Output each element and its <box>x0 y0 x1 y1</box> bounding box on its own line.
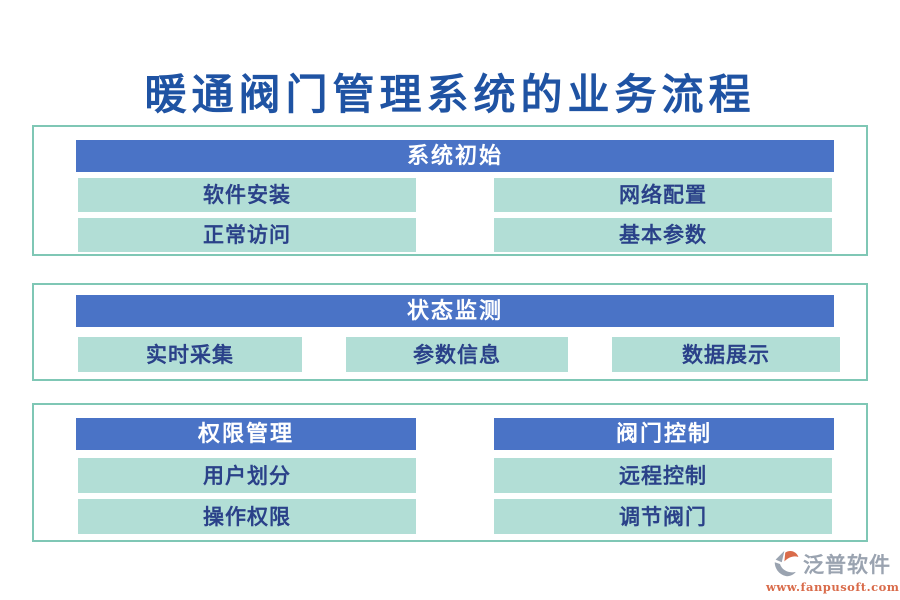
section-status-monitor: 状态监测 实时采集 参数信息 数据展示 <box>32 283 868 381</box>
section-system-init: 系统初始 软件安装 网络配置 正常访问 基本参数 <box>32 125 868 256</box>
flow-item-realtime-collect: 实时采集 <box>78 337 302 372</box>
flow-item-data-display: 数据展示 <box>612 337 840 372</box>
flow-item-basic-params: 基本参数 <box>494 218 832 252</box>
flow-item-param-info: 参数信息 <box>346 337 568 372</box>
flow-item-user-division: 用户划分 <box>78 458 416 493</box>
section-header-valve-control: 阀门控制 <box>494 418 834 450</box>
brand-name: 泛普软件 <box>803 552 891 577</box>
section-permission-and-valve: 权限管理 阀门控制 用户划分 操作权限 远程控制 调节阀门 <box>32 403 868 542</box>
flow-item-software-install: 软件安装 <box>78 178 416 212</box>
flow-item-remote-control: 远程控制 <box>494 458 832 493</box>
flow-item-operation-permission: 操作权限 <box>78 499 416 534</box>
section-header-status-monitor: 状态监测 <box>76 295 834 327</box>
section-header-permission: 权限管理 <box>76 418 416 450</box>
flow-item-adjust-valve: 调节阀门 <box>494 499 832 534</box>
section-header-system-init: 系统初始 <box>76 140 834 172</box>
brand-url: www.fanpusoft.com <box>766 580 900 594</box>
flow-item-normal-access: 正常访问 <box>78 218 416 252</box>
brand-watermark: 泛普软件 www.fanpusoft.com <box>766 549 900 594</box>
page-title: 暖通阀门管理系统的业务流程 <box>144 70 756 119</box>
flow-item-network-config: 网络配置 <box>494 178 832 212</box>
fanpu-logo-icon <box>773 550 801 578</box>
